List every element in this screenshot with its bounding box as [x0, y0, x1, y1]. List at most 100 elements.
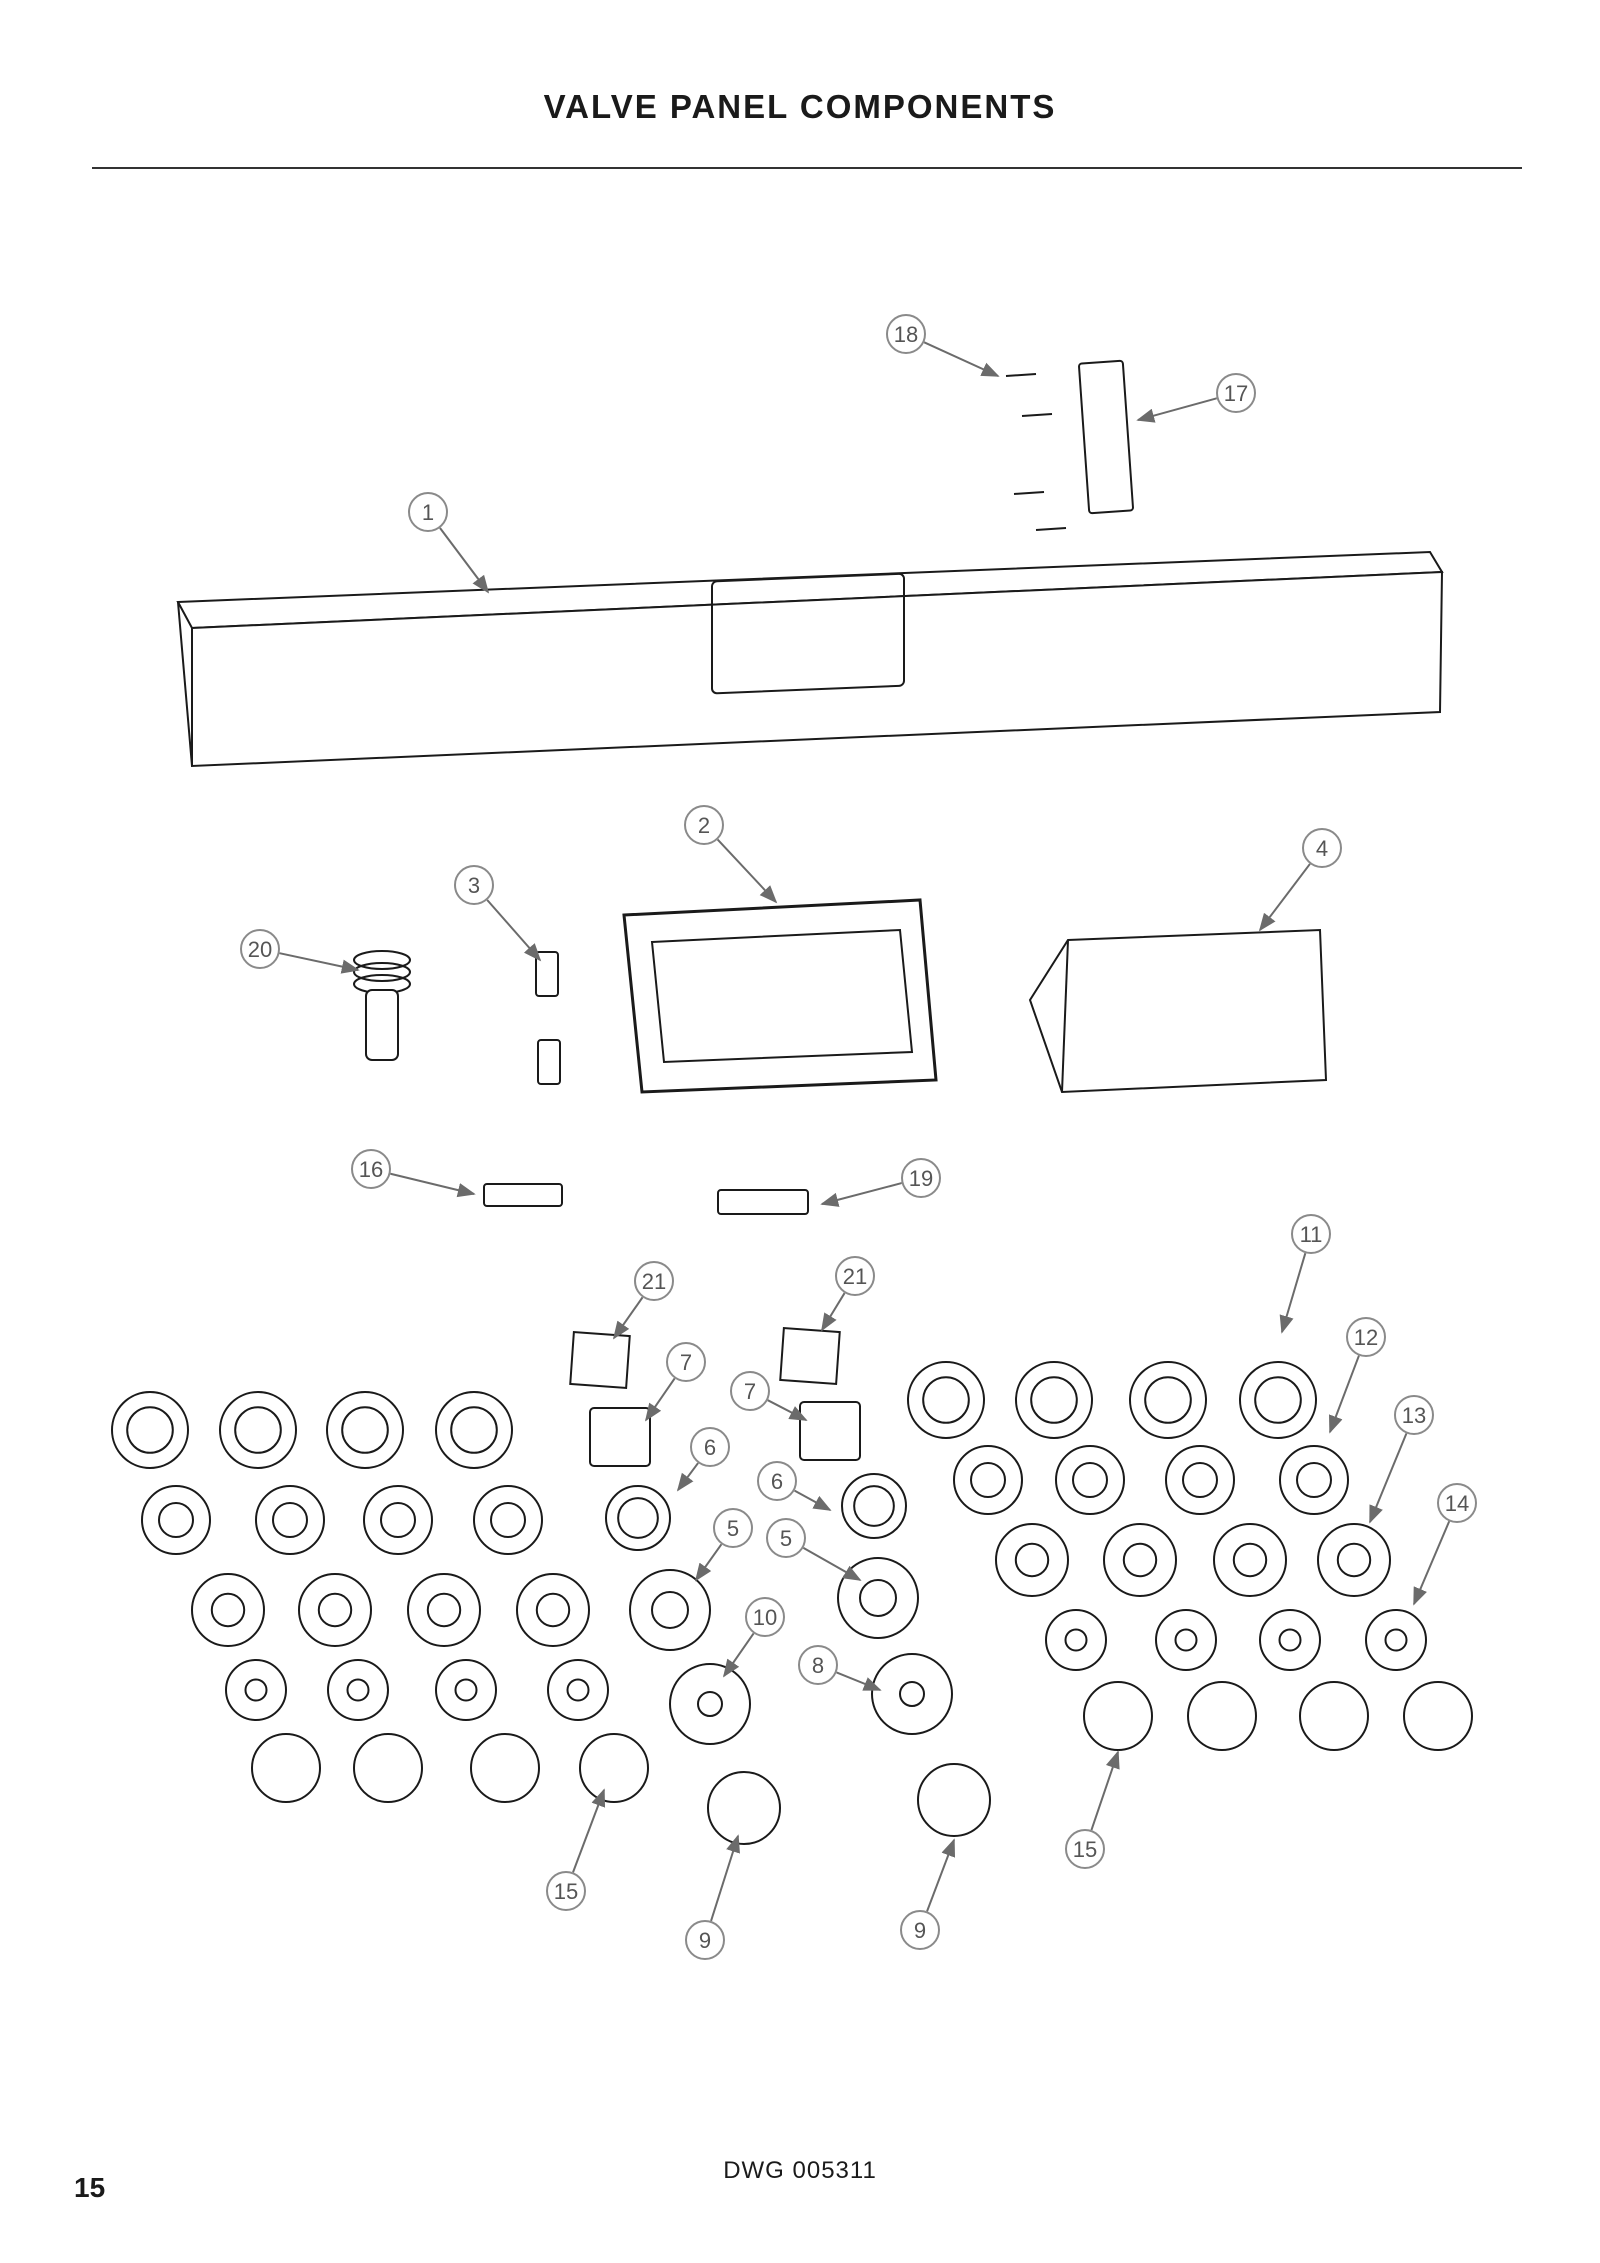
knob-base-inner: [1232, 1542, 1268, 1578]
callout-label: 5: [727, 1516, 739, 1541]
terminal-block-part: [483, 1183, 563, 1207]
title-divider: [92, 167, 1522, 169]
callout-5: 5: [713, 1508, 753, 1548]
bezel-ring-inner: [341, 1406, 389, 1454]
spark-module-part: [353, 950, 411, 1061]
knob-seat-inner: [244, 1678, 268, 1702]
leader-line: [1136, 397, 1217, 423]
callout-2: 2: [684, 805, 724, 845]
encoder-board-part: [779, 1327, 841, 1385]
knob: [707, 1771, 781, 1845]
callout-15: 15: [546, 1871, 586, 1911]
knob-seat-inner: [1278, 1628, 1302, 1652]
leader-line: [716, 838, 778, 904]
trim-ring-inner: [853, 1485, 895, 1527]
leader-line: [1413, 1521, 1451, 1606]
callout-17: 17: [1216, 373, 1256, 413]
control-panel-part: [176, 550, 1444, 768]
callout-18: 18: [886, 314, 926, 354]
trim-ring-inner: [617, 1497, 659, 1539]
knob-base-inner: [317, 1592, 353, 1628]
callout-label: 18: [894, 322, 918, 347]
callout-5: 5: [766, 1518, 806, 1558]
leader-line: [572, 1788, 606, 1873]
leader-line: [722, 1632, 755, 1678]
bezel-ring-inner: [859, 1579, 897, 1617]
callout-label: 16: [359, 1157, 383, 1182]
callout-15: 15: [1065, 1829, 1105, 1869]
leader-line: [794, 1489, 832, 1511]
callout-label: 9: [914, 1918, 926, 1943]
leader-line: [390, 1172, 476, 1198]
callout-16: 16: [351, 1149, 391, 1189]
drawing-number: DWG 005311: [723, 2157, 877, 2184]
knob-seat-inner: [1064, 1628, 1088, 1652]
knob-base-inner: [535, 1592, 571, 1628]
callout-label: 1: [422, 500, 434, 525]
knob-base-inner: [1336, 1542, 1372, 1578]
bezel-ring-inner: [126, 1406, 174, 1454]
knob-seat-inner: [1384, 1628, 1408, 1652]
leader-line: [279, 952, 360, 974]
callout-label: 13: [1402, 1403, 1426, 1428]
callout-label: 9: [699, 1928, 711, 1953]
knob-base-inner: [1014, 1542, 1050, 1578]
leader-line: [612, 1296, 644, 1340]
callout-label: 2: [698, 813, 710, 838]
knob: [470, 1733, 540, 1803]
knob-base-inner: [1122, 1542, 1158, 1578]
bezel-ring-inner: [697, 1691, 723, 1717]
leader-line: [676, 1462, 699, 1492]
callout-label: 10: [753, 1605, 777, 1630]
callout-19: 19: [901, 1158, 941, 1198]
trim-ring-inner: [158, 1502, 194, 1538]
callout-label: 7: [680, 1350, 692, 1375]
knob: [1299, 1681, 1369, 1751]
control-board-part: [1078, 359, 1134, 515]
callout-9: 9: [900, 1910, 940, 1950]
callout-8: 8: [798, 1645, 838, 1685]
callout-label: 5: [780, 1526, 792, 1551]
bezel-ring-inner: [651, 1591, 689, 1629]
callout-label: 21: [843, 1264, 867, 1289]
leader-line: [820, 1182, 902, 1207]
leader-line: [710, 1834, 740, 1922]
callout-11: 11: [1291, 1214, 1331, 1254]
display-frame-part: [622, 898, 938, 1094]
encoder-part: [799, 1401, 861, 1461]
callout-label: 3: [468, 873, 480, 898]
callout-label: 15: [1073, 1837, 1097, 1862]
knob: [579, 1733, 649, 1803]
trim-ring-inner: [970, 1462, 1006, 1498]
callout-6: 6: [690, 1427, 730, 1467]
knob: [1187, 1681, 1257, 1751]
knob: [917, 1763, 991, 1837]
callout-7: 7: [666, 1342, 706, 1382]
callout-label: 14: [1445, 1491, 1469, 1516]
leader-line: [926, 1838, 956, 1912]
trim-ring-inner: [1296, 1462, 1332, 1498]
knob-seat-inner: [1174, 1628, 1198, 1652]
callout-label: 6: [771, 1469, 783, 1494]
callout-10: 10: [745, 1597, 785, 1637]
callout-label: 15: [554, 1879, 578, 1904]
bezel-ring-inner: [1254, 1376, 1302, 1424]
knob: [1083, 1681, 1153, 1751]
callout-label: 20: [248, 937, 272, 962]
callout-7: 7: [730, 1371, 770, 1411]
callout-12: 12: [1346, 1317, 1386, 1357]
callout-14: 14: [1437, 1483, 1477, 1523]
leader-line: [802, 1547, 862, 1581]
knob-seat-inner: [566, 1678, 590, 1702]
bezel-ring-inner: [899, 1681, 925, 1707]
leader-line: [1090, 1750, 1120, 1831]
leader-line: [836, 1671, 882, 1691]
trim-ring-inner: [1072, 1462, 1108, 1498]
leader-line: [486, 899, 542, 962]
knob: [353, 1733, 423, 1803]
knob-seat-inner: [454, 1678, 478, 1702]
callout-label: 19: [909, 1166, 933, 1191]
callout-label: 21: [642, 1269, 666, 1294]
callout-20: 20: [240, 929, 280, 969]
